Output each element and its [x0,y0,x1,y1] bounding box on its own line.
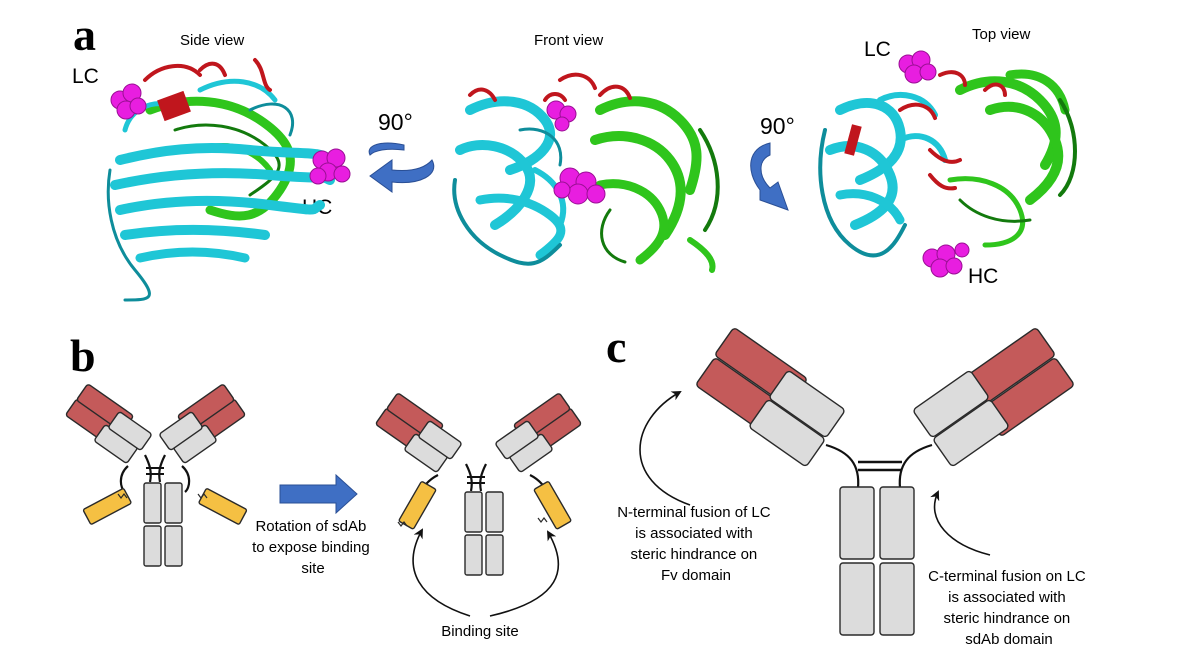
n-terminal-arrow [639,391,691,506]
rotation-arrow-2: 90° [750,113,795,211]
top-view-hc-label: HC [968,265,998,288]
panel-a: a Side view LC HC [72,9,1077,302]
top-view-lc-label: LC [864,38,891,61]
arrow-caption: Rotation of sdAb to expose binding site [252,518,374,577]
c-terminal-line-4: sdAb domain [965,631,1053,648]
arrow-caption-line-2: to expose binding [252,539,370,556]
binding-site-label: Binding site [441,623,519,640]
n-terminal-line-3: steric hindrance on [631,546,758,563]
side-view-lc-label: LC [72,65,99,88]
top-view-structure [818,50,1077,278]
n-terminal-line-2: is associated with [635,525,753,542]
front-view: Front view [452,32,720,273]
front-view-structure [452,72,720,273]
side-view-title: Side view [180,32,244,49]
antibody-large [696,328,1074,636]
n-terminal-note: N-terminal fusion of LC is associated wi… [617,504,775,584]
rotation-label-1: 90° [378,109,413,135]
antibody-before [65,384,248,567]
panel-letter-b: b [70,330,96,381]
n-terminal-line-1: N-terminal fusion of LC [617,504,771,521]
side-view-structure [106,58,351,302]
top-view: Top view LC HC [818,26,1077,288]
panel-b: b [65,330,582,640]
panel-letter-c: c [606,321,626,372]
front-view-title: Front view [534,32,603,49]
c-terminal-note: C-terminal fusion on LC is associated wi… [928,568,1090,648]
panel-c: c N-terminal fusion o [606,321,1090,648]
side-view: Side view LC HC [72,32,351,302]
binding-arrow-left [412,528,471,617]
arrow-caption-line-3: site [301,560,324,577]
c-terminal-line-1: C-terminal fusion on LC [928,568,1086,585]
binding-arrow-right [489,530,560,617]
rotation-arrow-b: Rotation of sdAb to expose binding site [252,473,374,577]
rotation-label-2: 90° [760,113,795,139]
arrow-caption-line-1: Rotation of sdAb [255,518,366,535]
c-terminal-line-2: is associated with [948,589,1066,606]
c-terminal-line-3: steric hindrance on [944,610,1071,627]
top-view-title: Top view [972,26,1031,43]
antibody-after [375,393,582,576]
n-terminal-line-4: Fv domain [661,567,731,584]
rotation-arrow-1: 90° [368,109,435,193]
panel-letter-a: a [73,9,96,60]
c-terminal-arrow [930,490,991,556]
